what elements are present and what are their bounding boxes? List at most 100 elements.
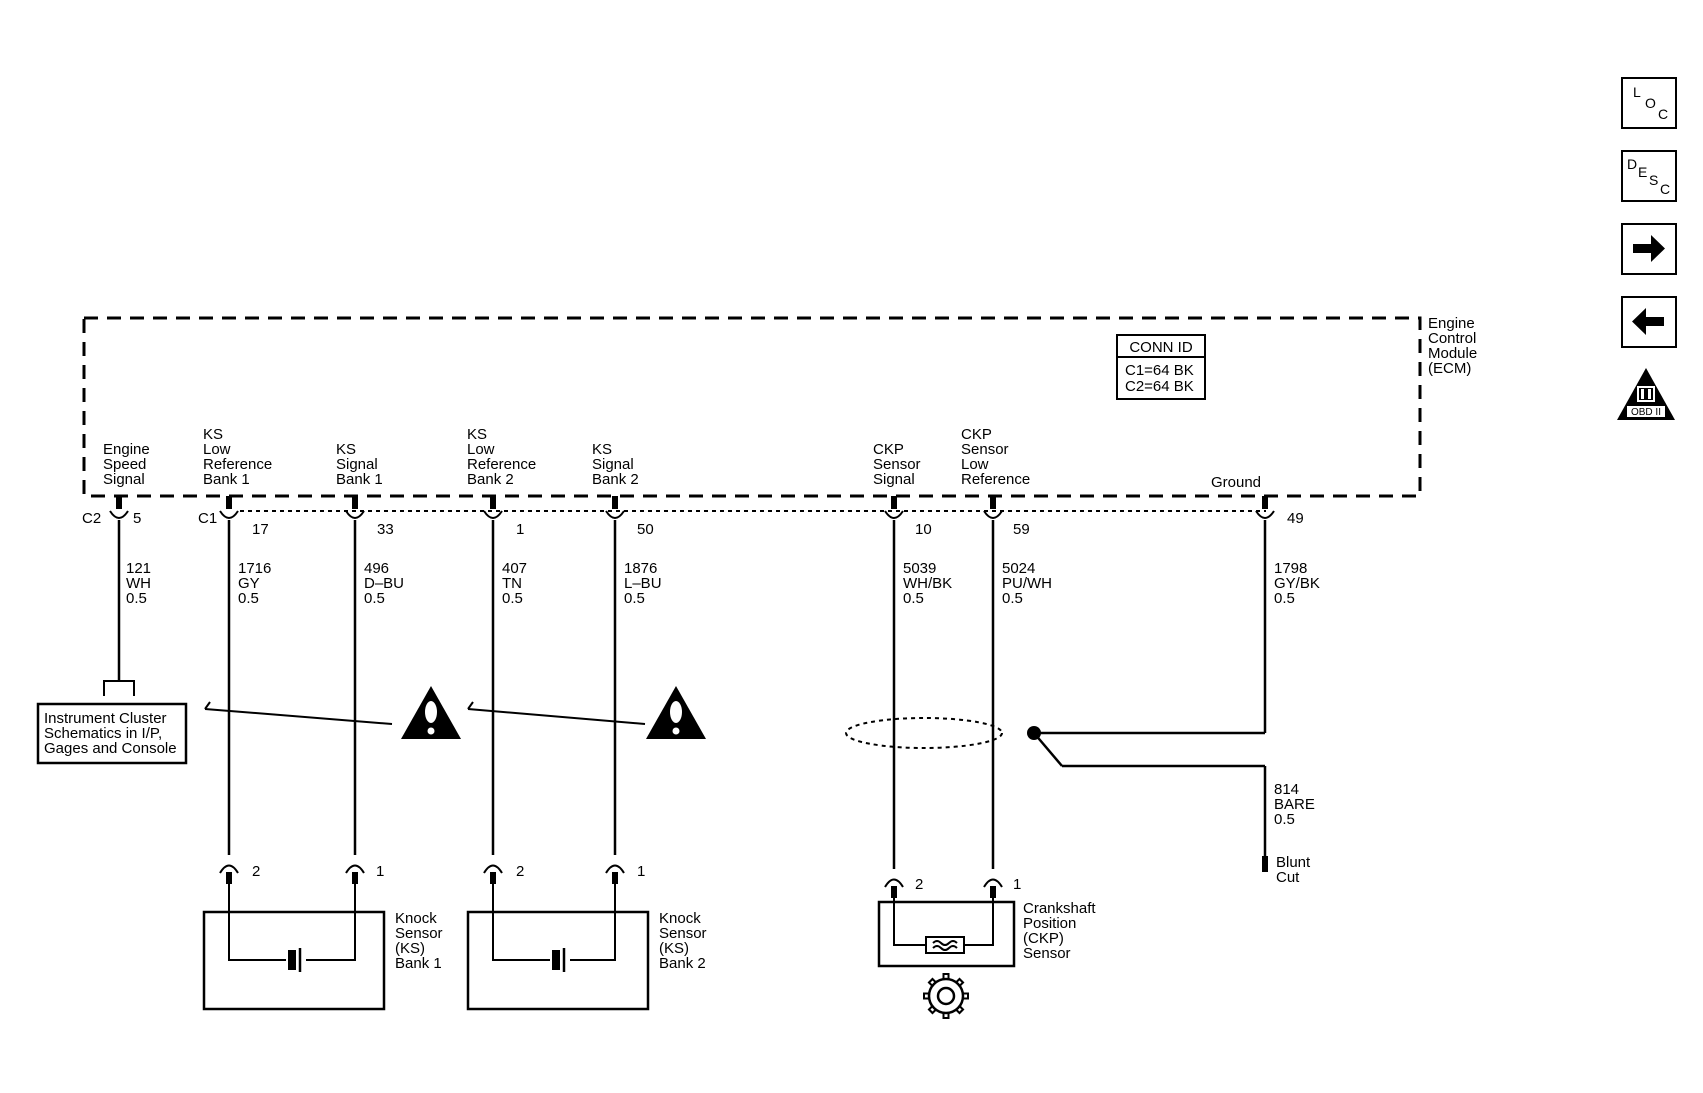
svg-text:0.5: 0.5 [364,590,385,607]
signal-label-ks-signal-bank1: KS Signal Bank 1 [336,441,383,488]
svg-text:Schematics in I/P,: Schematics in I/P, [44,725,162,742]
wire-label-407: 407 TN 0.5 [502,560,527,607]
svg-text:GY/BK: GY/BK [1274,575,1320,592]
arrow-right-icon [1633,235,1665,262]
svg-text:TN: TN [502,575,522,592]
svg-text:Bank 1: Bank 1 [336,471,383,488]
svg-text:1798: 1798 [1274,560,1307,577]
svg-text:407: 407 [502,560,527,577]
connector-c2-label: C2 [82,510,101,527]
desc-letter: E [1638,164,1648,180]
svg-text:BARE: BARE [1274,796,1315,813]
svg-text:Low: Low [961,456,989,473]
connector-c1-label: C1 [198,510,217,527]
obd-ii-label: OBD II [1631,407,1661,418]
svg-text:CKP: CKP [961,426,992,443]
caution-icon[interactable] [401,686,461,739]
signal-label-ks-low-ref-bank1: KS Low Reference Bank 1 [203,426,272,488]
svg-text:5039: 5039 [903,560,936,577]
desc-letter: S [1649,172,1659,188]
svg-text:Knock: Knock [395,910,437,927]
ecm-name-line: Engine [1428,315,1475,332]
pin-number: 50 [637,521,654,538]
sensor-pin-number: 2 [915,876,923,893]
svg-text:Position: Position [1023,915,1076,932]
loc-letter: C [1658,106,1669,122]
svg-text:0.5: 0.5 [1002,590,1023,607]
svg-text:0.5: 0.5 [624,590,645,607]
svg-text:KS: KS [467,426,487,443]
svg-text:CKP: CKP [873,441,904,458]
next-page-button[interactable] [1621,223,1677,275]
svg-text:L–BU: L–BU [624,575,662,592]
previous-page-button[interactable] [1621,296,1677,348]
svg-text:WH/BK: WH/BK [903,575,952,592]
signal-label-ckp-low-ref: CKP Sensor Low Reference [961,426,1030,488]
svg-text:Gages and Console: Gages and Console [44,740,177,757]
caution-leaders [204,701,646,725]
svg-text:PU/WH: PU/WH [1002,575,1052,592]
shield-splice [1027,726,1041,740]
svg-text:Reference: Reference [203,456,272,473]
svg-text:Bank 1: Bank 1 [395,955,442,972]
wire-label-1716: 1716 GY 0.5 [238,560,271,607]
knock-sensor-bank1: Knock Sensor (KS) Bank 1 [202,884,443,1011]
svg-text:(KS): (KS) [659,940,689,957]
ecm-name: Engine Control Module (ECM) [1428,315,1477,377]
pin-number: 59 [1013,521,1030,538]
svg-text:Sensor: Sensor [659,925,707,942]
svg-text:Signal: Signal [873,471,915,488]
ecm-name-line: Control [1428,330,1476,347]
desc-letter: C [1660,181,1671,197]
location-button[interactable]: L O C [1621,77,1677,129]
wire-label-121: 121 WH 0.5 [126,560,151,607]
signal-label-ckp-signal: CKP Sensor Signal [873,441,921,488]
arrow-left-icon [1632,308,1664,335]
svg-text:0.5: 0.5 [238,590,259,607]
pin-number: 33 [377,521,394,538]
wire-label-814: 814 BARE 0.5 [1274,781,1315,828]
svg-text:121: 121 [126,560,151,577]
signal-label-ground: Ground [1211,474,1261,491]
conn-id-box: CONN ID C1=64 BK C2=64 BK [1116,334,1206,400]
wire-label-496: 496 D–BU 0.5 [364,560,404,607]
sensor-pin-number: 1 [637,863,645,880]
svg-text:Sensor: Sensor [1023,945,1071,962]
svg-text:0.5: 0.5 [126,590,147,607]
svg-text:Bank 1: Bank 1 [203,471,250,488]
sensor-pin-number: 2 [252,863,260,880]
svg-text:WH: WH [126,575,151,592]
svg-text:Ground: Ground [1211,474,1261,491]
conn-id-line: C1=64 BK [1125,362,1194,379]
description-button[interactable]: D E S C [1621,150,1677,202]
pin-number: 5 [133,510,141,527]
instrument-cluster-reference[interactable]: Instrument Cluster Schematics in I/P, Ga… [36,680,188,765]
sensor-pin-number: 1 [376,863,384,880]
wire-label-1798: 1798 GY/BK 0.5 [1274,560,1320,607]
svg-text:Bank 2: Bank 2 [467,471,514,488]
svg-text:Low: Low [203,441,231,458]
svg-text:Reference: Reference [961,471,1030,488]
loc-letter: L [1633,84,1641,100]
signal-label-engine-speed: Engine Speed Signal [103,441,150,488]
svg-text:0.5: 0.5 [502,590,523,607]
svg-text:D–BU: D–BU [364,575,404,592]
pin-number: 10 [915,521,932,538]
obd-ii-icon[interactable]: OBD II [1617,368,1675,420]
svg-text:Cut: Cut [1276,869,1300,886]
svg-text:Low: Low [467,441,495,458]
loc-letter: O [1645,95,1656,111]
ecm-name-line: Module [1428,345,1477,362]
svg-text:Signal: Signal [103,471,145,488]
svg-text:Sensor: Sensor [395,925,443,942]
pin-number: 1 [516,521,524,538]
pin-number: 17 [252,521,269,538]
svg-text:496: 496 [364,560,389,577]
svg-text:5024: 5024 [1002,560,1035,577]
desc-letter: D [1627,156,1638,172]
caution-icon[interactable] [646,686,706,739]
svg-text:KS: KS [336,441,356,458]
svg-text:Reference: Reference [467,456,536,473]
svg-text:Sensor: Sensor [961,441,1009,458]
